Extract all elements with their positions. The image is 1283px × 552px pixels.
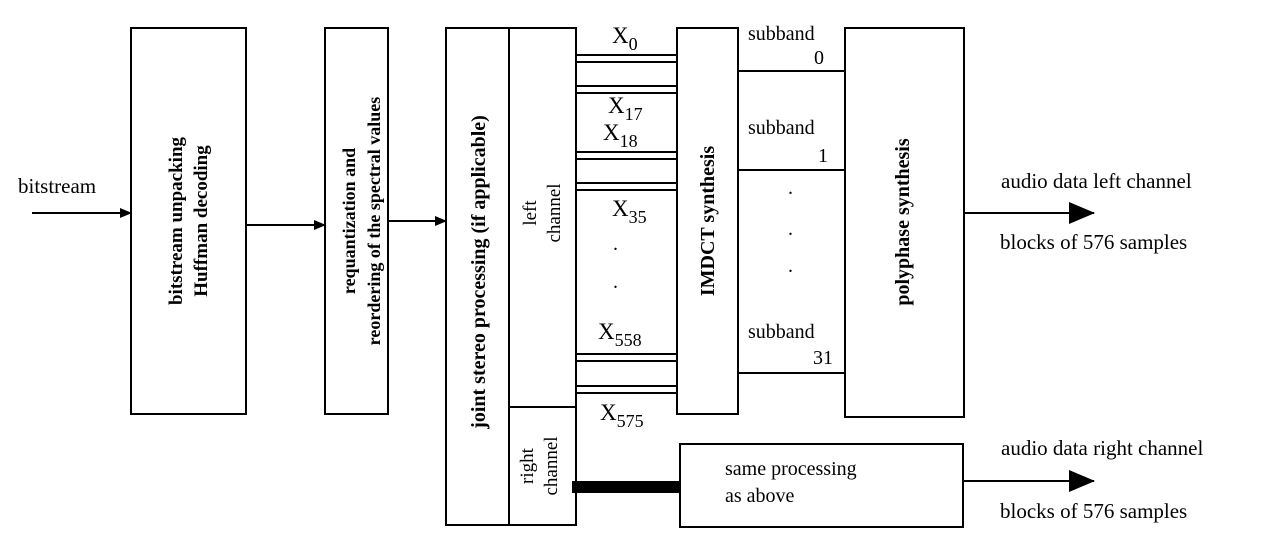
- joint-stereo-label: joint stereo processing (if applicable): [468, 115, 490, 430]
- requant-label-2: reordering of the spectral values: [364, 97, 384, 346]
- requant-label-1: requantization and: [339, 148, 359, 294]
- right-channel-label-1: right: [517, 447, 538, 484]
- unpack-label-2: Huffman decoding: [191, 145, 212, 297]
- subband-1-index: 1: [818, 145, 828, 167]
- subband-1-label: subband: [748, 117, 815, 139]
- left-channel-label-2: channel: [544, 183, 565, 242]
- subband-0-index: 0: [814, 47, 824, 69]
- subband-dot-3: .: [788, 255, 793, 277]
- subband-lines: [738, 70, 845, 374]
- same-processing-block: [679, 443, 964, 528]
- subband-31-label: subband: [748, 321, 815, 343]
- left-output-title: audio data left channel: [1001, 169, 1192, 193]
- imdct-block: [676, 27, 739, 415]
- coef-x17: X17: [608, 93, 643, 124]
- unpack-block: [130, 27, 247, 415]
- subband-dot-1: .: [788, 177, 793, 199]
- coef-x18: X18: [603, 120, 638, 151]
- left-channel-block: [508, 27, 577, 408]
- subband-0-label: subband: [748, 23, 815, 45]
- imdct-label: IMDCT synthesis: [697, 146, 719, 296]
- coef-x575: X575: [600, 400, 644, 431]
- right-channel-block: [508, 406, 577, 526]
- coef-x558: X558: [598, 319, 642, 350]
- unpack-label-1: bitstream unpacking: [166, 136, 187, 305]
- coef-x35: X35: [612, 196, 647, 227]
- subband-31-index: 31: [813, 347, 833, 369]
- polyphase-label: polyphase synthesis: [892, 138, 914, 305]
- coef-dot-2: .: [613, 271, 618, 293]
- subband-dot-2: .: [788, 218, 793, 240]
- right-output-sub: blocks of 576 samples: [1000, 499, 1187, 523]
- left-channel-label-1: left: [520, 200, 541, 226]
- right-output-title: audio data right channel: [1001, 436, 1204, 460]
- right-channel-label-2: channel: [541, 436, 562, 495]
- input-label: bitstream: [18, 174, 96, 198]
- left-output-sub: blocks of 576 samples: [1000, 230, 1187, 254]
- coef-dot-1: .: [613, 233, 618, 255]
- joint-stereo-block: [445, 27, 510, 526]
- polyphase-block: [844, 27, 965, 418]
- requant-block: [324, 27, 389, 415]
- same-processing-label-2: as above: [725, 485, 795, 507]
- same-processing-label-1: same processing: [725, 458, 857, 480]
- coefficient-lines: [576, 54, 677, 394]
- coef-x0: X0: [612, 23, 638, 54]
